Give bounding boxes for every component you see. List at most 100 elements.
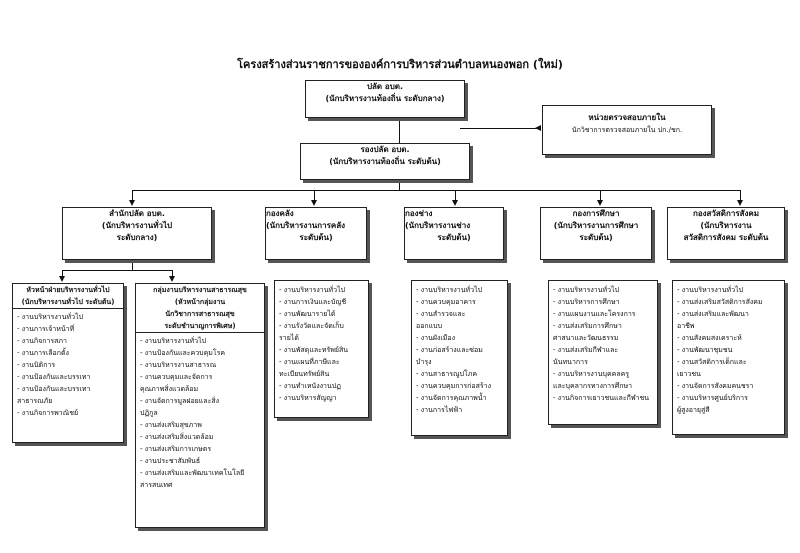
- education-division-box: กองการศึกษา (นักบริหารงานการศึกษา ระดับต…: [540, 207, 652, 260]
- connector: [314, 190, 315, 202]
- task-item: - งานประชาสัมพันธ์: [140, 457, 201, 465]
- finance-division-level-2: ระดับต้น): [299, 233, 333, 242]
- task-item: - งานป้องกันและบรรเทา: [17, 385, 91, 393]
- task-item: อาชีพ: [677, 322, 695, 330]
- internal-audit-position: นักวิชาการตรวจสอบภายใน ปก./ชก.: [571, 126, 683, 134]
- works-task-list: - งานบริหารงานทั่วไป- งานควบคุมอาคาร- งา…: [412, 284, 507, 416]
- internal-audit-title: หน่วยตรวจสอบภายใน: [588, 113, 666, 122]
- social-welfare-division-title: กองสวัสดิการสังคม: [692, 209, 760, 218]
- task-item: - งานกิจการสภา: [17, 337, 67, 345]
- internal-audit-box: หน่วยตรวจสอบภายใน นักวิชาการตรวจสอบภายใน…: [542, 105, 712, 155]
- connector: [132, 190, 133, 202]
- task-item: ศาสนาและวัฒนธรรม: [553, 334, 619, 342]
- social-welfare-task-list: - งานบริหารงานทั่วไป - งานส่งเสริมสวัสดิก…: [673, 284, 784, 416]
- task-item: - งานพัฒนาชุมชน: [677, 346, 733, 354]
- arrow-icon: [597, 200, 603, 206]
- task-item: - งานสังคมสงเคราะห์: [677, 334, 742, 342]
- arrow-icon: [535, 125, 541, 131]
- task-item: - งานควบคุมอาคาร: [416, 298, 476, 306]
- task-item: - งานสำรวจและ: [416, 310, 466, 318]
- task-item: - งานบริหารการศึกษา: [553, 298, 620, 306]
- task-item: - งานบริหารงานทั่วไป: [677, 286, 744, 294]
- public-health-section-title: กลุ่มงานบริหารงานสาธารณสุข: [153, 286, 247, 294]
- finance-task-list: - งานบริหารงานทั่วไป - งานการเงินและบัญชี…: [275, 284, 368, 404]
- arrow-icon: [169, 276, 175, 282]
- connector: [62, 270, 63, 278]
- task-item: - งานควบคุมการก่อสร้าง: [416, 382, 491, 390]
- general-admin-section-box: หัวหน้าฝ่ายบริหารงานทั่วไป (นักบริหารงาน…: [12, 283, 124, 443]
- task-item: - งานก่อสร้างและซ่อม: [416, 346, 483, 354]
- connector: [62, 270, 172, 271]
- works-tasks-box: - งานบริหารงานทั่วไป- งานควบคุมอาคาร- งา…: [411, 280, 508, 436]
- task-item: - งานส่งเสริมกีฬาและ: [553, 346, 619, 354]
- education-division-level: (นักบริหารงานการศึกษา: [553, 221, 639, 230]
- task-item: สารสนเทศ: [140, 481, 173, 489]
- task-item: - งานผังเมือง: [416, 334, 456, 342]
- public-health-section-position: นักวิชาการสาธารณสุข: [165, 310, 235, 318]
- works-division-box: กองช่าง (นักบริหารงานช่าง ระดับต้น): [404, 207, 504, 260]
- task-item: - งานส่งเสริมและพัฒนาเทคโนโลยี: [140, 469, 245, 477]
- connector: [455, 190, 456, 202]
- connector: [399, 118, 400, 144]
- task-item: - งานบริหารงานทั่วไป: [140, 337, 207, 345]
- general-admin-task-list: - งานบริหารงานทั่วไป- งานการเจ้าหน้าที่-…: [13, 309, 123, 419]
- education-task-list: - งานบริหารงานทั่วไป- งานบริหารการศึกษา-…: [549, 284, 657, 404]
- social-welfare-division-level: (นักบริหารงาน: [700, 221, 752, 230]
- task-item: - งานป้องกันและควบคุมโรค: [140, 349, 226, 357]
- general-admin-section-title: หัวหน้าฝ่ายบริหารงานทั่วไป: [26, 286, 110, 294]
- public-health-task-list: - งานบริหารงานทั่วไป - งานป้องกันและควบคุ…: [136, 333, 264, 491]
- social-welfare-division-level-2: สวัสดิการสังคม ระดับต้น: [683, 233, 769, 242]
- task-item: รายได้: [279, 334, 299, 342]
- task-item: - งานส่งเสริมการเกษตร: [140, 445, 212, 453]
- task-item: - งานกิจการพาณิชย์: [17, 409, 79, 417]
- task-item: - งานการไฟฟ้า: [416, 406, 463, 414]
- task-item: - งานควบคุมและจัดการ: [140, 373, 213, 381]
- arrow-icon: [129, 200, 135, 206]
- office-of-chief-title: สำนักปลัด อบต.: [109, 209, 165, 218]
- connector: [600, 190, 601, 202]
- connector: [132, 260, 133, 270]
- task-item: ปฏิกูล: [140, 409, 158, 417]
- education-division-level-2: ระดับต้น): [579, 233, 613, 242]
- task-item: - งานส่งเสริมสวัสดิการสังคม: [677, 298, 763, 306]
- connector: [399, 180, 400, 190]
- public-health-section-head: (หัวหน้ากลุ่มงาน: [174, 298, 226, 306]
- task-item: - งานบริหารงานบุคคลครู: [553, 370, 630, 378]
- chief-administrator-level: (นักบริหารงานท้องถิ่น ระดับกลาง): [325, 94, 445, 103]
- task-item: ผู้สูงอายุสู่สี: [677, 406, 710, 414]
- connector: [460, 128, 540, 129]
- task-item: - งานส่งเสริมสุขภาพ: [140, 421, 202, 429]
- education-tasks-box: - งานบริหารงานทั่วไป- งานบริหารการศึกษา-…: [548, 280, 658, 425]
- task-item: - งานพัสดุและทรัพย์สิน: [279, 346, 349, 354]
- task-item: - งานสาธารณูปโภค: [416, 370, 478, 378]
- office-of-chief-level-2: ระดับกลาง): [116, 233, 158, 242]
- task-item: - งานทำเหนังงานปฏ: [279, 382, 341, 390]
- task-item: - งานส่งเสริมและพัฒนา: [677, 310, 749, 318]
- task-item: - งานบริหารงานทั่วไป: [279, 286, 346, 294]
- task-item: - งานส่งเสริมสิ่งแวดล้อม: [140, 433, 214, 441]
- arrow-icon: [452, 200, 458, 206]
- task-item: - งานการเลือกตั้ง: [17, 349, 69, 357]
- task-item: - งานจัดการสังคมคนชรา: [677, 382, 754, 390]
- task-item: ออกแบบ: [416, 322, 443, 330]
- arrow-icon: [737, 200, 743, 206]
- task-item: เยาวชน: [677, 370, 701, 378]
- task-item: - งานพัฒนารายได้: [279, 310, 336, 318]
- task-item: - งานบริหารงานทั่วไป: [17, 313, 84, 321]
- finance-division-title: กองคลัง: [266, 209, 294, 218]
- task-item: - งานการเงินและบัญชี: [279, 298, 347, 306]
- deputy-administrator-box: รองปลัด อบต. (นักบริหารงานท้องถิ่น ระดับ…: [300, 143, 470, 180]
- task-item: บำรุง: [416, 358, 432, 366]
- works-division-level: (นักบริหารงานช่าง: [405, 221, 471, 230]
- task-item: - งานแผนงานและโครงการ: [553, 310, 636, 318]
- chief-administrator-box: ปลัด อบต. (นักบริหารงานท้องถิ่น ระดับกลา…: [305, 80, 465, 118]
- task-item: - งานรังวัดและจัดเก็บ: [279, 322, 344, 330]
- task-item: - งานกิจการเยาวชนและกีฬาชน: [553, 394, 650, 402]
- task-item: - งานบริหารงานสาธารณ: [140, 361, 217, 369]
- education-division-title: กองการศึกษา: [572, 209, 620, 218]
- deputy-administrator-title: รองปลัด อบต.: [360, 145, 410, 154]
- arrow-icon: [59, 276, 65, 282]
- task-item: - งานสวัสดิการเด็กและ: [677, 358, 747, 366]
- task-item: - งานแผนที่ภาษีและ: [279, 358, 340, 366]
- deputy-administrator-level: (นักบริหารงานท้องถิ่น ระดับต้น): [329, 157, 441, 166]
